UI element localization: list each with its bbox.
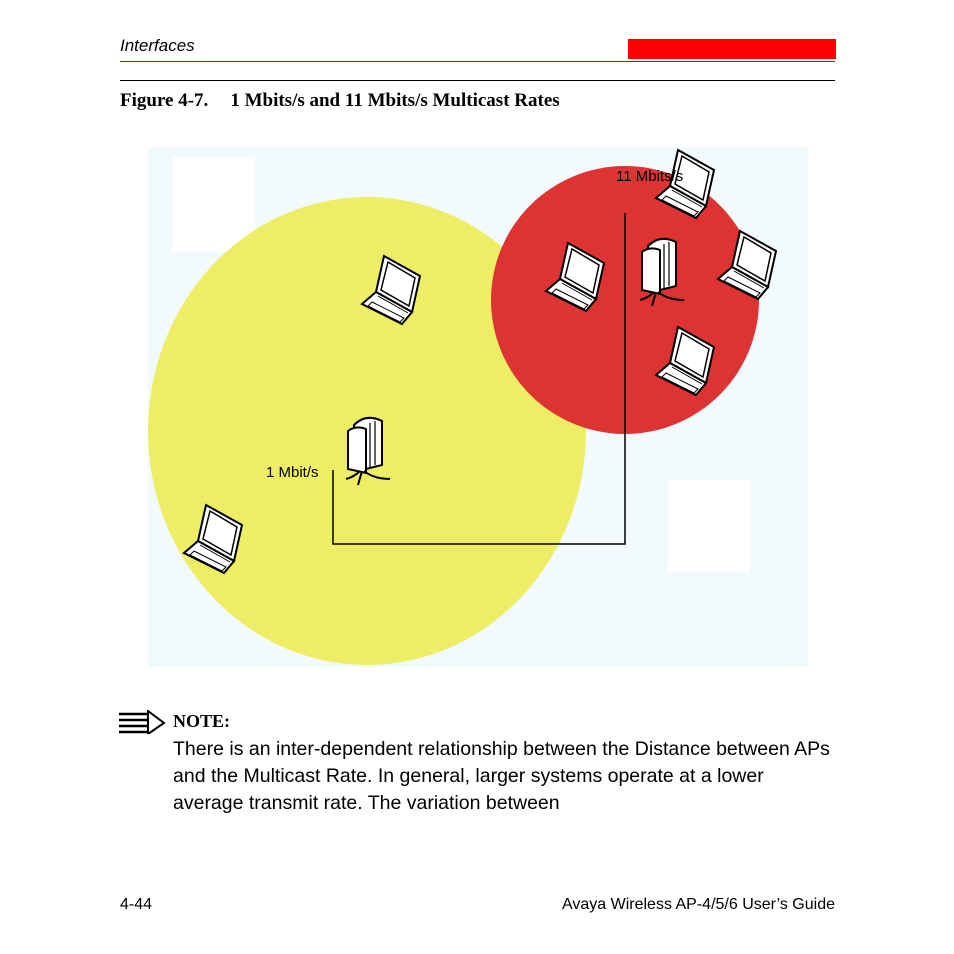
figure-caption-text: 1 Mbits/s and 11 Mbits/s Multicast Rates xyxy=(230,90,560,111)
footer-doc-title: Avaya Wireless AP-4/5/6 User’s Guide xyxy=(561,896,835,913)
multicast-rates-figure: 11 Mbits/s 1 Mbit/s xyxy=(148,147,808,667)
figure-caption: Figure 4-7. 1 Mbits/s and 11 Mbits/s Mult… xyxy=(120,90,560,112)
background-panel xyxy=(668,480,750,572)
note-label: NOTE: xyxy=(173,711,231,731)
background-panel xyxy=(173,157,255,252)
header-accent-bar xyxy=(628,39,836,59)
note-arrow-icon xyxy=(119,710,166,734)
label-11-mbits: 11 Mbits/s xyxy=(616,168,683,185)
header-rule-black xyxy=(120,80,835,81)
running-header-title: Interfaces xyxy=(120,36,195,55)
backbone-line xyxy=(332,213,626,545)
figure-caption-number: Figure 4-7. xyxy=(120,90,209,111)
page-number: 4-44 xyxy=(120,896,153,913)
header-rule-red xyxy=(120,61,835,62)
label-1-mbit: 1 Mbit/s xyxy=(266,464,319,481)
note-body: There is an inter-dependent relationship… xyxy=(173,738,830,814)
